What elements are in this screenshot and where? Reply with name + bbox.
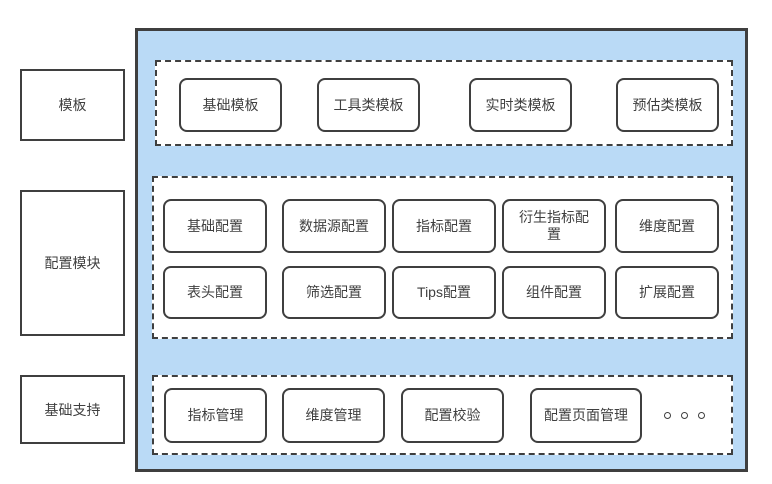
box-tips-config: Tips配置 <box>392 266 496 319</box>
box-basic-config: 基础配置 <box>163 199 267 253</box>
box-dimension-management: 维度管理 <box>282 388 385 443</box>
box-basic-template: 基础模板 <box>179 78 282 132</box>
box-filter-config: 筛选配置 <box>282 266 386 319</box>
box-indicator-config: 指标配置 <box>392 199 496 253</box>
box-datasource-config: 数据源配置 <box>282 199 386 253</box>
ellipsis-dot <box>681 412 688 419</box>
box-indicator-management: 指标管理 <box>164 388 267 443</box>
ellipsis-dots <box>664 388 705 443</box>
label-config-module: 配置模块 <box>20 190 125 336</box>
box-config-page-management: 配置页面管理 <box>530 388 642 443</box>
box-realtime-template: 实时类模板 <box>469 78 572 132</box>
box-derived-indicator-config: 衍生指标配置 <box>502 199 606 253</box>
section-templates: 基础模板 工具类模板 实时类模板 预估类模板 <box>155 60 733 146</box>
box-tool-template: 工具类模板 <box>317 78 420 132</box>
label-template: 模板 <box>20 69 125 141</box>
label-basic-support: 基础支持 <box>20 375 125 444</box>
box-table-header-config: 表头配置 <box>163 266 267 319</box>
box-forecast-template: 预估类模板 <box>616 78 719 132</box>
platform-container: 基础模板 工具类模板 实时类模板 预估类模板 基础配置 数据源配置 指标配置 衍… <box>135 28 748 472</box>
section-basic-support: 指标管理 维度管理 配置校验 配置页面管理 <box>152 375 733 455</box>
ellipsis-dot <box>698 412 705 419</box>
box-extension-config: 扩展配置 <box>615 266 719 319</box>
box-component-config: 组件配置 <box>502 266 606 319</box>
section-config-module: 基础配置 数据源配置 指标配置 衍生指标配置 维度配置 表头配置 筛选配置 Ti… <box>152 176 733 339</box>
ellipsis-dot <box>664 412 671 419</box>
box-config-validation: 配置校验 <box>401 388 504 443</box>
box-dimension-config: 维度配置 <box>615 199 719 253</box>
